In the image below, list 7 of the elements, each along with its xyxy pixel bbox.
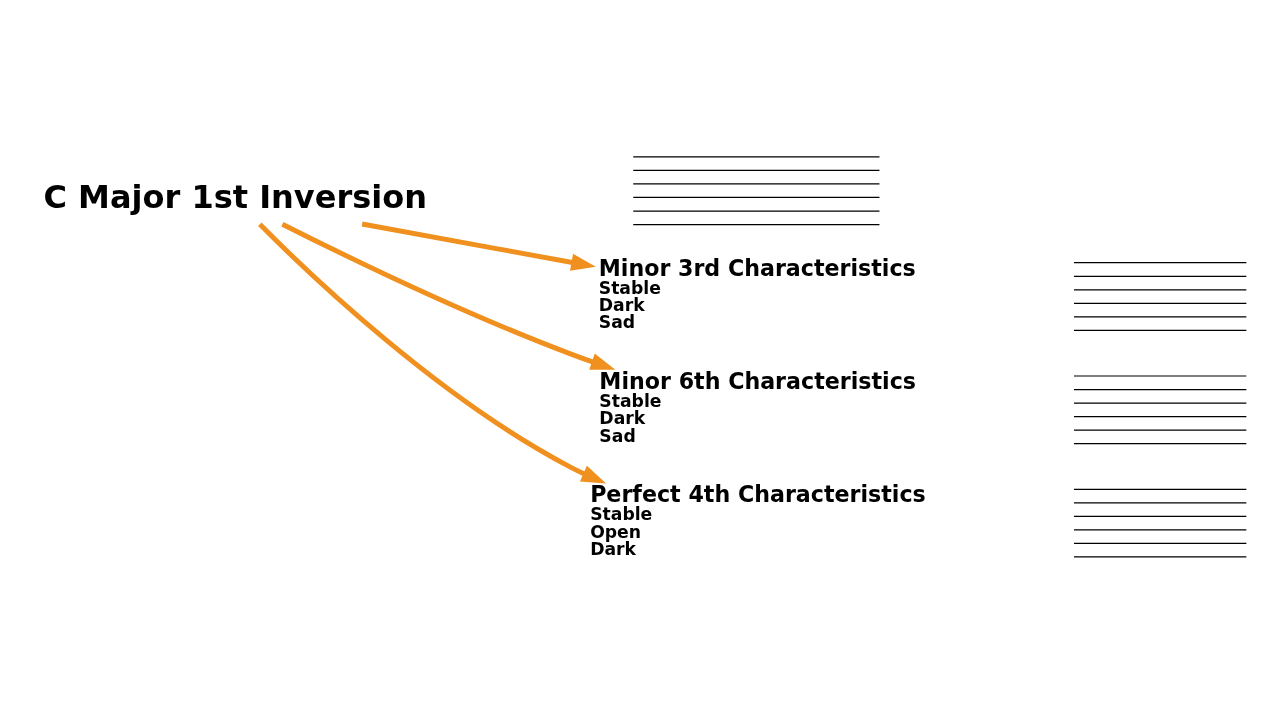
arrow bbox=[281, 222, 616, 370]
arrow bbox=[361, 221, 596, 271]
node-text: Minor 6th Characteristics Stable Dark Sad bbox=[599, 367, 916, 446]
arrow bbox=[258, 222, 607, 484]
node-text: Minor 3rd Characteristics Stable Dark Sad bbox=[598, 254, 916, 333]
node-text: Perfect 4th Characteristics Stable Open Dark bbox=[590, 481, 926, 559]
node-text: C Major 1st Inversion bbox=[43, 177, 427, 216]
